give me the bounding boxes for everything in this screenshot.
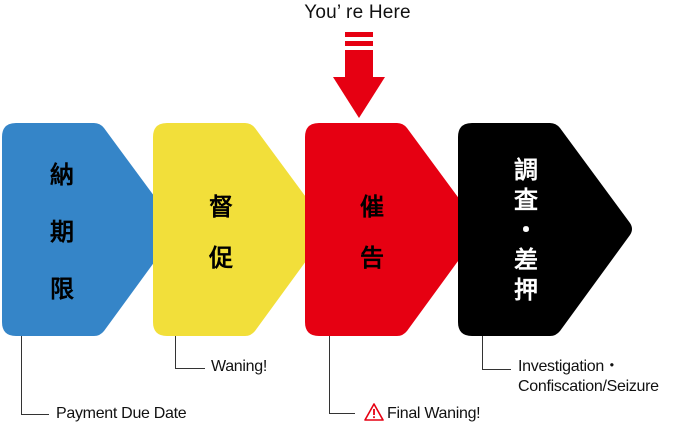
note-warning: Waning! bbox=[211, 358, 268, 375]
connector-line bbox=[21, 336, 49, 415]
stage-char: 督 bbox=[209, 192, 233, 221]
stage-title-due-date: 納 期 限 bbox=[30, 123, 94, 336]
you-are-here-label: You’ re Here bbox=[304, 2, 411, 23]
stage-char: 納 bbox=[50, 161, 74, 189]
stage-final-notice: 催 告 bbox=[305, 123, 485, 336]
connector-line bbox=[482, 336, 511, 370]
note-text: Final Waning! bbox=[387, 405, 481, 422]
note-final-warning: Final Waning! bbox=[364, 403, 481, 424]
note-investigation-seizure: Investigation・ Confiscation/Seizure bbox=[518, 357, 659, 397]
warning-triangle-icon bbox=[364, 403, 384, 421]
stage-title-reminder: 督 促 bbox=[189, 123, 253, 336]
stage-char: 期 bbox=[50, 218, 74, 246]
stage-due-date: 納 期 限 bbox=[2, 123, 182, 336]
stage-char: 告 bbox=[360, 243, 384, 272]
note-payment-due-date: Payment Due Date bbox=[56, 405, 187, 422]
note-line: Investigation・ bbox=[518, 358, 620, 375]
chevron-shape-black bbox=[458, 123, 632, 336]
stage-char: 促 bbox=[209, 243, 233, 272]
stage-char: 査 bbox=[514, 185, 538, 214]
connector-line bbox=[329, 336, 355, 414]
down-arrow-icon bbox=[333, 32, 385, 118]
chevron-shape-red bbox=[305, 123, 479, 336]
stage-char: 押 bbox=[514, 275, 538, 304]
stage-char: 催 bbox=[360, 192, 384, 221]
chevron-shape-blue bbox=[2, 123, 176, 336]
stage-char: 限 bbox=[50, 275, 74, 303]
chevron-shape-yellow bbox=[153, 123, 327, 336]
note-line: Confiscation/Seizure bbox=[518, 378, 659, 395]
stage-char: 調 bbox=[514, 155, 538, 184]
stage-char: ・ bbox=[514, 215, 538, 244]
stage-title-investigation-seizure: 調 査 ・ 差 押 bbox=[494, 123, 558, 336]
connector-line bbox=[175, 336, 205, 369]
stage-investigation-seizure: 調 査 ・ 差 押 bbox=[458, 123, 638, 336]
stage-char: 差 bbox=[514, 245, 538, 274]
stage-title-final-notice: 催 告 bbox=[340, 123, 404, 336]
stage-reminder: 督 促 bbox=[153, 123, 333, 336]
